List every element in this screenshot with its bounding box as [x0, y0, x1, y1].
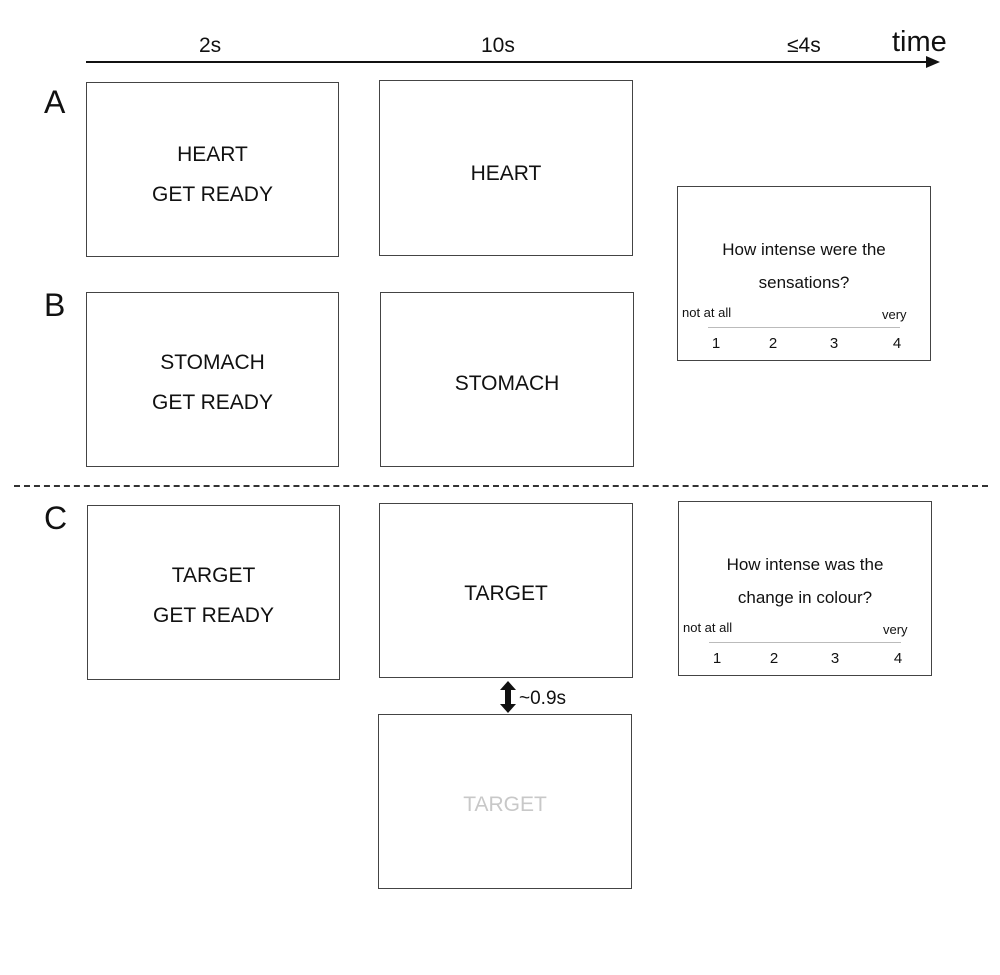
scale-high-label: very — [882, 307, 907, 322]
timeline-label-4s: ≤4s — [787, 34, 821, 57]
get-ready-text: GET READY — [152, 391, 273, 414]
rating-option-4: 4 — [892, 335, 902, 352]
scale-line — [709, 642, 901, 643]
sensation-rating-screen: How intense were the sensations? not at … — [677, 186, 931, 361]
time-axis-label: time — [892, 26, 947, 58]
colour-rating-screen: How intense was the change in colour? no… — [678, 501, 932, 676]
rating-question-line1: How intense were the — [722, 240, 886, 259]
section-divider — [14, 485, 988, 487]
target-cue-screen: TARGET GET READY — [87, 505, 340, 680]
cue-word: TARGET — [171, 564, 256, 587]
double-arrow-icon — [500, 681, 516, 713]
scale-low-label: not at all — [682, 305, 732, 320]
rating-option-1: 1 — [711, 335, 721, 352]
target-focus-screen: TARGET — [379, 503, 633, 678]
scale-low-label: not at all — [683, 620, 733, 635]
stomach-focus-screen: STOMACH — [380, 292, 634, 467]
rating-option-3: 3 — [829, 335, 839, 352]
focus-word: TARGET — [464, 582, 548, 605]
stomach-cue-screen: STOMACH GET READY — [86, 292, 339, 467]
heart-focus-screen: HEART — [379, 80, 633, 256]
faded-focus-word: TARGET — [463, 793, 547, 816]
scale-high-label: very — [883, 622, 908, 637]
focus-word: HEART — [470, 162, 542, 185]
faded-target-screen: TARGET — [378, 714, 632, 889]
rating-question-line1: How intense was the — [726, 555, 884, 574]
rating-option-4: 4 — [893, 650, 903, 667]
time-arrow — [86, 56, 940, 68]
rating-option-2: 2 — [768, 335, 778, 352]
cue-word: HEART — [177, 143, 248, 166]
rating-option-1: 1 — [712, 650, 722, 667]
gap-duration-label: ~0.9s — [519, 688, 567, 709]
get-ready-text: GET READY — [152, 183, 273, 206]
rating-option-2: 2 — [769, 650, 779, 667]
cue-word: STOMACH — [160, 351, 265, 374]
panel-label-a: A — [44, 84, 66, 120]
rating-question-line2: sensations? — [758, 273, 850, 292]
focus-word: STOMACH — [454, 372, 560, 395]
heart-cue-screen: HEART GET READY — [86, 82, 339, 257]
rating-option-3: 3 — [830, 650, 840, 667]
get-ready-text: GET READY — [153, 604, 274, 627]
panel-label-c: C — [44, 500, 68, 536]
rating-question-line2: change in colour? — [737, 588, 873, 607]
panel-label-b: B — [44, 287, 66, 323]
timeline: 2s 10s ≤4s time — [0, 0, 1000, 80]
scale-line — [708, 327, 900, 328]
timeline-label-10s: 10s — [481, 34, 515, 57]
timeline-label-2s: 2s — [199, 34, 222, 57]
